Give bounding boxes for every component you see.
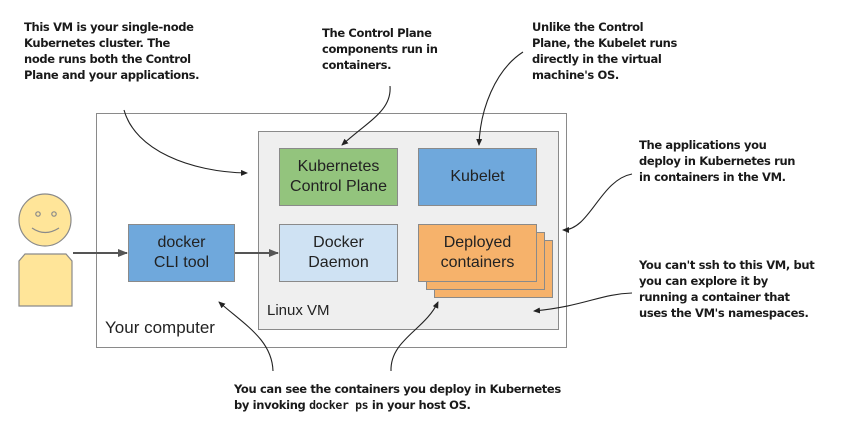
person-icon <box>18 193 73 307</box>
callout-vm-cluster-curve <box>123 109 248 176</box>
note-docker-ps-line2: by invoking docker ps in your host OS. <box>234 397 561 413</box>
callout-kubelet-curve <box>476 51 524 146</box>
docker-cli-tool-box: docker CLI tool <box>128 224 235 282</box>
linux-vm-label: Linux VM <box>267 302 330 319</box>
note-docker-ps-prefix: by invoking <box>234 398 310 412</box>
note-docker-ps-line1: You can see the containers you deploy in… <box>234 382 561 396</box>
note-control-plane-containers: The Control Plane components run in cont… <box>322 26 438 72</box>
note-apps-in-containers: The applications you deploy in Kubernete… <box>639 138 796 184</box>
callout-docker-ps-curve-right <box>390 301 439 372</box>
note-docker-ps-suffix: in your host OS. <box>368 398 471 412</box>
callout-control-plane-curve <box>341 85 391 146</box>
kubernetes-control-plane-box: Kubernetes Control Plane <box>279 148 398 206</box>
docker-daemon-box: Docker Daemon <box>279 224 398 282</box>
note-kubelet-os: Unlike the Control Plane, the Kubelet ru… <box>532 20 677 82</box>
callout-apps-curve <box>562 173 633 233</box>
kubelet-box: Kubelet <box>418 148 537 206</box>
deployed-containers-box: Deployed containers <box>418 224 537 282</box>
callout-docker-ps-curve-left <box>218 301 274 372</box>
docker-ps-command: docker ps <box>309 398 369 412</box>
your-computer-label: Your computer <box>105 318 215 337</box>
note-docker-ps: You can see the containers you deploy in… <box>234 381 561 413</box>
callout-no-ssh-curve <box>533 292 633 314</box>
note-no-ssh: You can't ssh to this VM, but you can ex… <box>639 258 815 320</box>
note-vm-cluster: This VM is your single-node Kubernetes c… <box>24 20 200 82</box>
